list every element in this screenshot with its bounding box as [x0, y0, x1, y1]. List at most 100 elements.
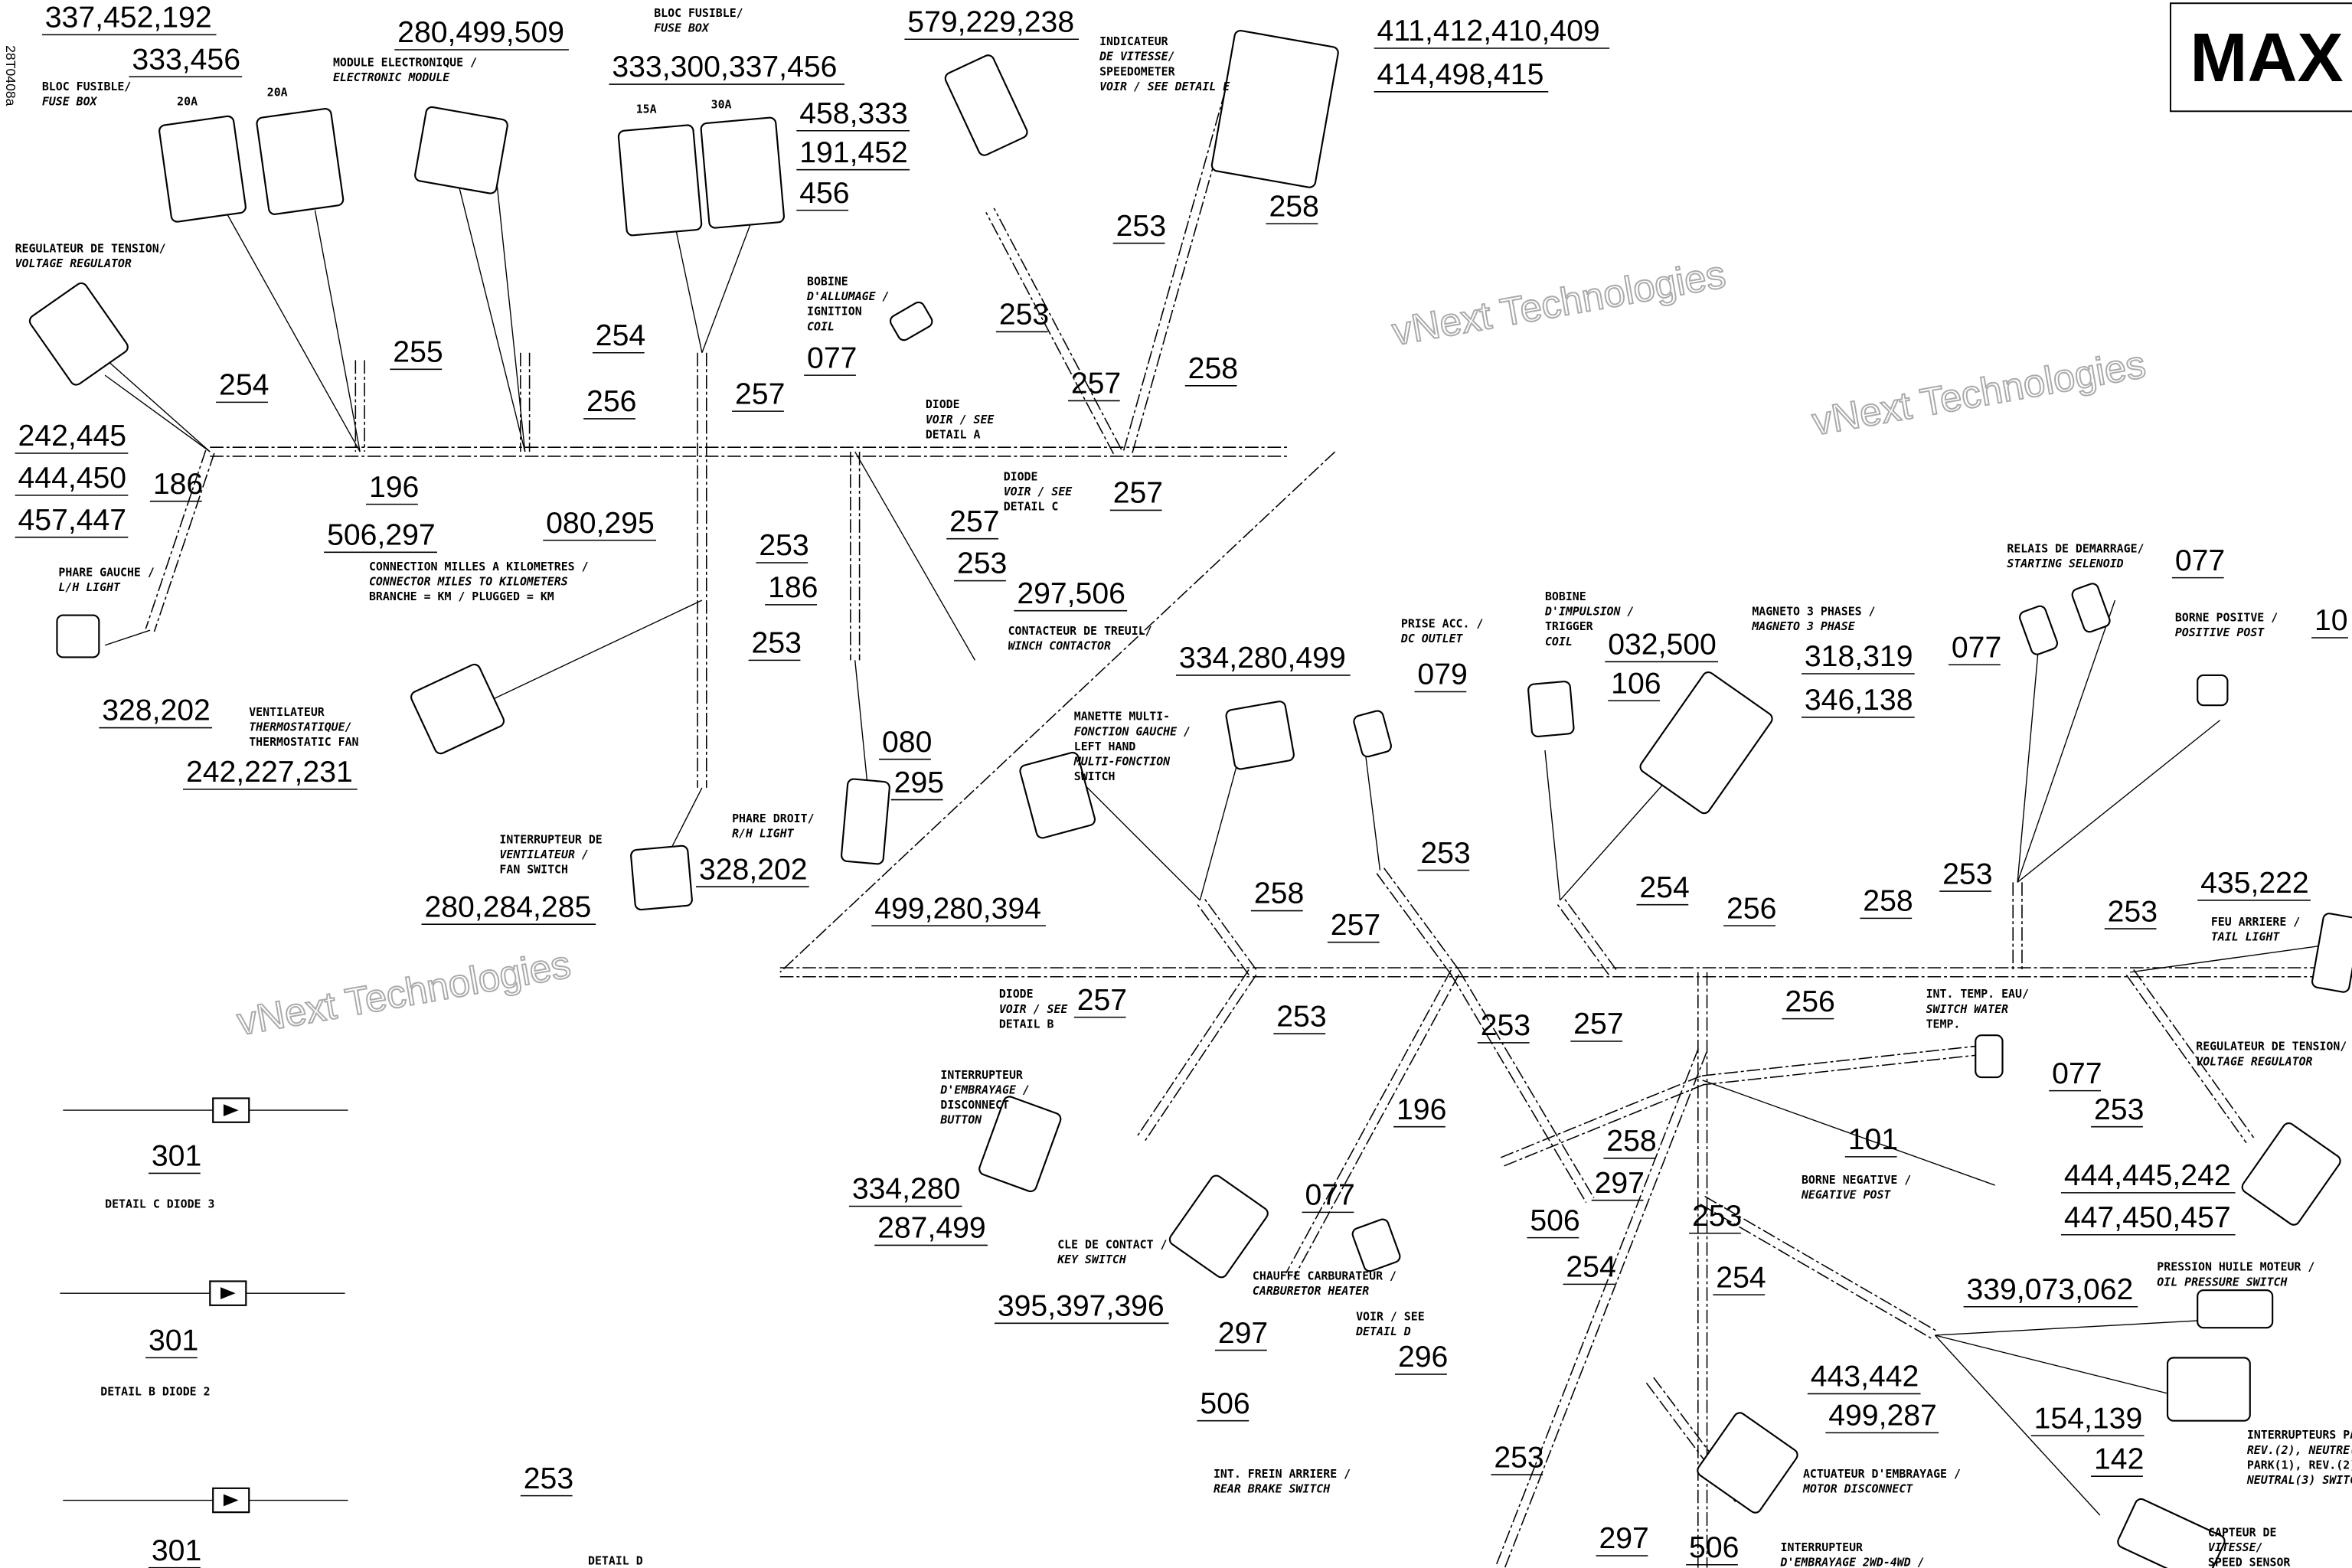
- component-caption: DETAIL B DIODE 2: [100, 1384, 210, 1398]
- callout-number: 443,442: [1811, 1361, 1919, 1393]
- caption-line: SPEED SENSOR: [2208, 1556, 2291, 1568]
- connector: [1975, 1034, 2004, 1079]
- callout: 142: [2091, 1442, 2144, 1477]
- callout: 334,280: [848, 1173, 962, 1207]
- callout-number: 334,280: [852, 1173, 961, 1206]
- caption-line: 20A: [177, 94, 198, 108]
- caption-line: INT. FREIN ARRIERE /: [1214, 1467, 1351, 1481]
- callout: 253: [1417, 837, 1471, 871]
- callout-number: 253: [1692, 1200, 1742, 1233]
- caption-line: IGNITION: [807, 305, 862, 318]
- callout-number: 506: [1200, 1387, 1250, 1420]
- watermark: vNext Technologies: [1388, 251, 1730, 354]
- callout: 032,500: [1605, 629, 1719, 663]
- watermark: vNext Technologies: [234, 941, 575, 1044]
- callout: 196: [366, 471, 419, 505]
- harness-trunk: [993, 207, 1122, 450]
- callout-number: 297: [1218, 1317, 1268, 1350]
- caption-line: FUSE BOX: [42, 94, 98, 108]
- caption-line: D'EMBRAYAGE 2WD-4WD /: [1780, 1556, 1925, 1568]
- component-caption: MANETTE MULTI-FONCTION GAUCHE /LEFT HAND…: [1073, 710, 1191, 783]
- wire: [1544, 750, 1561, 900]
- callout-number: 101: [1848, 1123, 1898, 1156]
- callout-number: 411,412,410,409: [1377, 15, 1600, 47]
- callout: 339,073,062: [1963, 1273, 2138, 1308]
- caption-line: DIODE: [1004, 469, 1038, 483]
- callout: 506: [1686, 1531, 1739, 1566]
- caption-line: FAN SWITCH: [499, 863, 568, 877]
- wire: [449, 150, 526, 452]
- component-caption: PHARE DROIT/R/H LIGHT: [732, 812, 815, 841]
- caption-line: MULTI-FONCTION: [1073, 755, 1171, 769]
- caption-line: BRANCHE = KM / PLUGGED = KM: [369, 590, 554, 603]
- connector: [630, 844, 693, 911]
- callout-number: 196: [369, 471, 419, 504]
- callout: 253: [1477, 1009, 1530, 1044]
- callout: 411,412,410,409: [1374, 15, 1610, 49]
- callout: 457,447: [15, 504, 129, 538]
- caption-line: FUSE BOX: [654, 21, 710, 34]
- callout-number: 077: [1952, 631, 2001, 664]
- callout: 253: [995, 299, 1049, 333]
- callout: 242,445: [15, 420, 129, 454]
- svg-text:vNext Technologies: vNext Technologies: [1809, 342, 2149, 444]
- harness-trunk: [1563, 897, 1617, 970]
- svg-text:vNext Technologies: vNext Technologies: [1389, 252, 1729, 354]
- callout: 258: [1860, 885, 1913, 920]
- callout-number: 253: [1942, 858, 1992, 890]
- caption-line: D'ALLUMAGE /: [806, 289, 889, 303]
- callout: 301: [148, 1534, 201, 1568]
- component-caption: MAGNETO 3 PHASES /MAGNETO 3 PHASE: [1751, 605, 1875, 634]
- component-caption: CLE DE CONTACT /KEY SWITCH: [1057, 1237, 1167, 1266]
- callout: 328,202: [99, 694, 213, 729]
- svg-text:vNext Technologies: vNext Technologies: [234, 942, 573, 1044]
- callout: 254: [216, 369, 269, 403]
- component-caption: BORNE POSITVE /POSITIVE POST: [2175, 610, 2278, 639]
- callout: 191,452: [796, 136, 910, 171]
- callout-number: 297: [1595, 1167, 1645, 1200]
- connector: [410, 663, 505, 755]
- callout-number: 080,295: [546, 507, 655, 540]
- component-caption: CHAUFFE CARBURATEUR /CARBURETOR HEATER: [1253, 1269, 1396, 1298]
- caption-line: TAIL LIGHT: [2211, 930, 2281, 944]
- caption-line: CONNECTION MILLES A KILOMETRES /: [369, 560, 589, 573]
- caption-line: VOIR / SEE DETAIL E: [1099, 80, 1230, 93]
- callout: 346,138: [1801, 684, 1915, 718]
- connector: [1225, 701, 1295, 770]
- callout-number: 301: [149, 1325, 198, 1357]
- harness-trunk: [1293, 974, 1460, 1278]
- wire: [1702, 1080, 1995, 1186]
- callout-number: 457,447: [18, 504, 127, 537]
- callout-number: 254: [1716, 1261, 1766, 1294]
- connector: [2019, 605, 2059, 655]
- callout-number: 254: [1639, 871, 1689, 904]
- callout-number: 253: [999, 299, 1049, 332]
- callout: 258: [1603, 1125, 1657, 1159]
- callout: 506: [1197, 1387, 1250, 1422]
- callout: 287,499: [874, 1212, 988, 1246]
- callout-number: 254: [219, 369, 269, 402]
- component-caption: PRISE ACC. /DC OUTLET: [1400, 616, 1484, 645]
- callout: 253: [2104, 895, 2158, 929]
- callout-number: 186: [768, 571, 818, 604]
- callout-number: 258: [1188, 352, 1238, 385]
- callout: 242,227,231: [183, 756, 358, 790]
- caption-line: R/H LIGHT: [732, 827, 795, 841]
- caption-line: DETAIL D: [588, 1554, 643, 1568]
- component-caption: REGULATEUR DE TENSION/VOLTAGE REGULATOR: [15, 241, 166, 270]
- callout-number: 257: [1331, 909, 1380, 942]
- callout: 10: [2311, 604, 2348, 639]
- component-caption: RELAIS DE DEMARRAGE/STARTING SELENOID: [2007, 541, 2144, 570]
- callout-number: 254: [596, 319, 645, 352]
- callout: 328,202: [696, 853, 809, 887]
- callout: 499,287: [1825, 1400, 1939, 1434]
- connector: [1019, 751, 1096, 839]
- connector: [841, 778, 890, 865]
- callout: 080,295: [543, 507, 656, 541]
- caption-line: DETAIL C: [1004, 499, 1059, 513]
- wire: [2017, 720, 2221, 883]
- caption-line: NEGATIVE POST: [1801, 1188, 1891, 1202]
- connector: [2071, 583, 2111, 633]
